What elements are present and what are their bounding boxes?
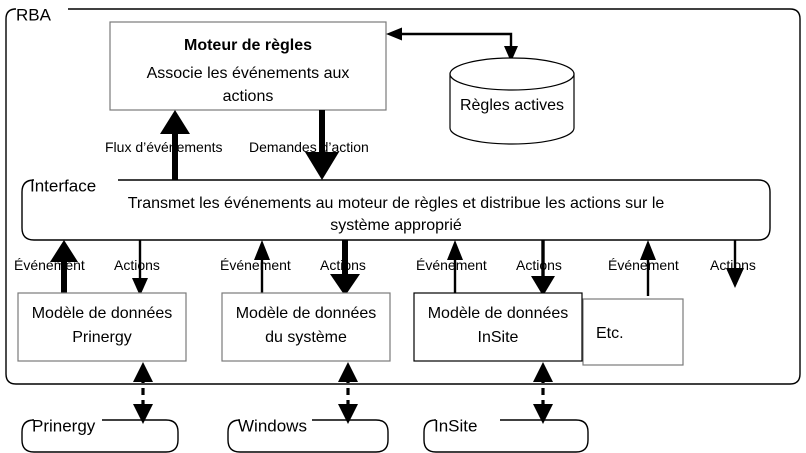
action-request-label: Demandes d’action xyxy=(249,139,369,155)
data-model-prinergy-line1: Modèle de données xyxy=(32,305,173,322)
datastore-label: Règles actives xyxy=(460,97,564,114)
arrow-head-up-event-4 xyxy=(640,240,656,260)
channel-1-action-label: Actions xyxy=(114,257,160,273)
arrow-head-up-prinergy xyxy=(133,362,153,382)
channel-1-event-connector xyxy=(50,240,78,296)
arrow-head-down-action-1 xyxy=(132,278,148,296)
etc-box-label: Etc. xyxy=(596,325,624,342)
prinergy-system-link xyxy=(133,362,153,424)
system-windows[interactable] xyxy=(227,419,389,453)
data-model-system-line1: Modèle de données xyxy=(236,305,377,322)
arrow-head-up-windows xyxy=(338,362,358,382)
channel-2-action-label: Actions xyxy=(320,257,366,273)
channel-2-event-connector xyxy=(254,240,270,296)
arrow-head-down-prinergy xyxy=(133,404,153,424)
rules-engine-box[interactable] xyxy=(109,21,387,111)
arrow-head-down-insite xyxy=(533,404,553,424)
channel-1-action-connector xyxy=(132,240,148,296)
interface-group-label: Interface xyxy=(30,176,96,195)
insite-system-link xyxy=(533,362,553,424)
channel-4-event-connector xyxy=(640,240,656,296)
arrow-head-left xyxy=(386,27,402,41)
rba-group-boundary xyxy=(5,8,801,385)
rules-engine-title: Moteur de règles xyxy=(184,37,312,54)
channel-3-action-connector xyxy=(531,240,555,296)
arrow-head-down-datastore xyxy=(504,46,518,62)
rules-engine-subtitle-line2: actions xyxy=(223,88,274,105)
data-model-insite-box[interactable] xyxy=(413,292,583,362)
data-model-prinergy-line2: Prinergy xyxy=(72,329,132,346)
channel-3-action-label: Actions xyxy=(516,257,562,273)
system-windows-label: Windows xyxy=(238,416,307,435)
data-model-insite-line1: Modèle de données xyxy=(428,305,569,322)
arrow-head-up-event-1 xyxy=(50,240,78,262)
event-flow-label: Flux d’événements xyxy=(105,139,223,155)
data-model-system-line2: du système xyxy=(265,329,347,346)
arrow-head-up-insite xyxy=(533,362,553,382)
arrow-head-down-action-2 xyxy=(330,274,360,296)
data-model-prinergy-box[interactable] xyxy=(17,292,187,362)
channel-1-event-label: Événement xyxy=(14,257,85,273)
engine-datastore-connector xyxy=(386,27,518,62)
channel-2-event-label: Événement xyxy=(220,257,291,273)
data-model-insite-line2: InSite xyxy=(478,329,519,346)
arrow-head-down-interface xyxy=(305,152,339,180)
system-insite[interactable] xyxy=(423,419,589,453)
rba-group-label: RBA xyxy=(16,5,52,24)
rules-engine-subtitle-line1: Associe les événements aux xyxy=(147,65,350,82)
interface-description-line1: Transmet les événements au moteur de règ… xyxy=(128,195,665,212)
system-prinergy[interactable] xyxy=(21,419,179,453)
channel-4-action-connector xyxy=(726,240,744,288)
channel-4-event-label: Événement xyxy=(608,257,679,273)
arrow-head-down-action-4 xyxy=(726,268,744,288)
action-request-connector xyxy=(305,110,339,180)
channel-2-action-connector xyxy=(330,240,360,296)
system-prinergy-label: Prinergy xyxy=(32,416,96,435)
arrow-head-down-action-3 xyxy=(531,276,555,296)
arrow-head-up-event-2 xyxy=(254,240,270,260)
data-model-system-box[interactable] xyxy=(221,292,391,362)
channel-4-action-label: Actions xyxy=(710,257,756,273)
interface-description-line2: système approprié xyxy=(330,217,462,234)
arrow-head-down-windows xyxy=(338,404,358,424)
arrow-head-up-engine xyxy=(160,110,190,134)
interface-band[interactable] xyxy=(21,179,771,241)
event-flow-connector xyxy=(160,110,190,180)
windows-system-link xyxy=(338,362,358,424)
channel-3-event-label: Événement xyxy=(416,257,487,273)
etc-box[interactable] xyxy=(582,298,684,366)
active-rules-datastore[interactable] xyxy=(449,57,575,145)
channel-3-event-connector xyxy=(447,240,463,296)
system-insite-label: InSite xyxy=(434,416,477,435)
arrow-head-up-event-3 xyxy=(447,240,463,260)
